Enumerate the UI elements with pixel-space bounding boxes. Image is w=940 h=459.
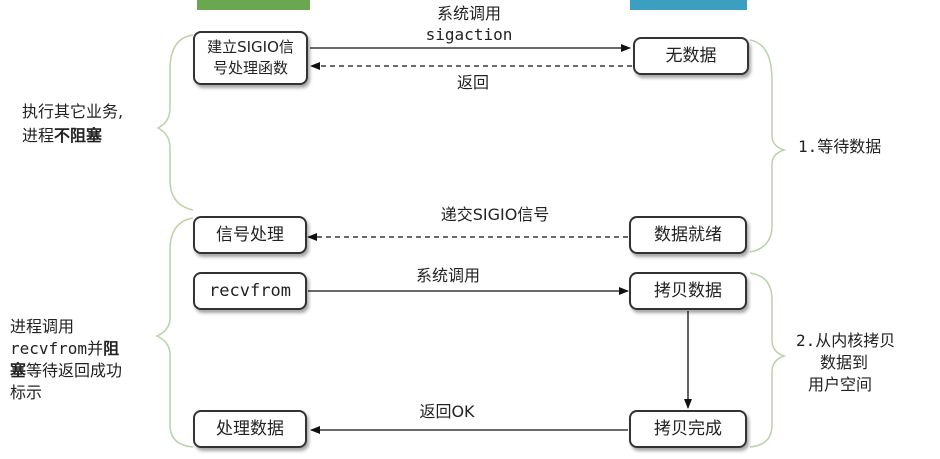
note-non-blocking-line2-prefix: 进程 (22, 126, 55, 145)
label-syscall-sigaction-line1: 系统调用 (436, 4, 502, 23)
note-non-blocking: 执行其它业务, 进程不阻塞 (22, 100, 123, 148)
phase-copy-to-user-line1: 2.从内核拷贝 (796, 331, 896, 350)
label-syscall-sigaction-line2: sigaction (425, 25, 513, 44)
left-brace-phase2 (155, 217, 194, 448)
label-deliver-sigio: 递交SIGIO信号 (440, 205, 550, 224)
label-return: 返回 (456, 73, 490, 92)
phase-copy-to-user-line3: 用户空间 (808, 375, 873, 394)
label-syscall-recvfrom: 系统调用 (415, 266, 481, 285)
note-blocking-line4: 标示 (10, 383, 43, 402)
note-blocking-emphasis1: 阻 (103, 339, 120, 358)
box-process-data: 处理数据 (193, 410, 307, 448)
phase-waiting-data: 1.等待数据 (798, 137, 882, 156)
application-bar (197, 0, 310, 10)
note-blocking-line2: recvfrom并阻 (10, 338, 122, 360)
kernel-bar (630, 0, 747, 10)
note-non-blocking-line1: 执行其它业务, (22, 102, 124, 121)
phase-copy-to-user-line2: 数据到 (820, 353, 869, 372)
note-non-blocking-line2: 进程不阻塞 (22, 124, 123, 148)
note-blocking-line3-rest: 等待返回成功 (26, 361, 123, 380)
right-brace-phase1 (749, 39, 787, 253)
box-no-data: 无数据 (633, 37, 749, 75)
label-return-ok: 返回OK (419, 402, 475, 421)
box-setup-sigio-handler-line2: 号处理函数 (212, 59, 288, 77)
note-non-blocking-emphasis: 不阻塞 (54, 126, 103, 145)
box-data-ready: 数据就绪 (629, 216, 747, 254)
box-setup-sigio-handler: 建立SIGIO信 号处理函数 (193, 31, 308, 85)
note-blocking-line2-prefix: recvfrom并 (10, 339, 104, 358)
phase-copy-to-user: 2.从内核拷贝 数据到 用户空间 (796, 330, 895, 396)
note-blocking: 进程调用 recvfrom并阻 塞等待返回成功 标示 (10, 316, 122, 404)
note-blocking-emphasis2: 塞 (10, 361, 27, 380)
box-signal-handler: 信号处理 (193, 216, 307, 254)
box-copy-done: 拷贝完成 (629, 410, 747, 448)
right-brace-phase2 (749, 272, 787, 448)
left-brace-phase1 (156, 34, 194, 211)
box-recvfrom: recvfrom (193, 272, 307, 310)
box-setup-sigio-handler-line1: 建立SIGIO信 (207, 38, 294, 56)
note-blocking-line3: 塞等待返回成功 (10, 360, 122, 382)
box-copy-data: 拷贝数据 (629, 272, 747, 310)
note-blocking-line1: 进程调用 (10, 317, 75, 336)
